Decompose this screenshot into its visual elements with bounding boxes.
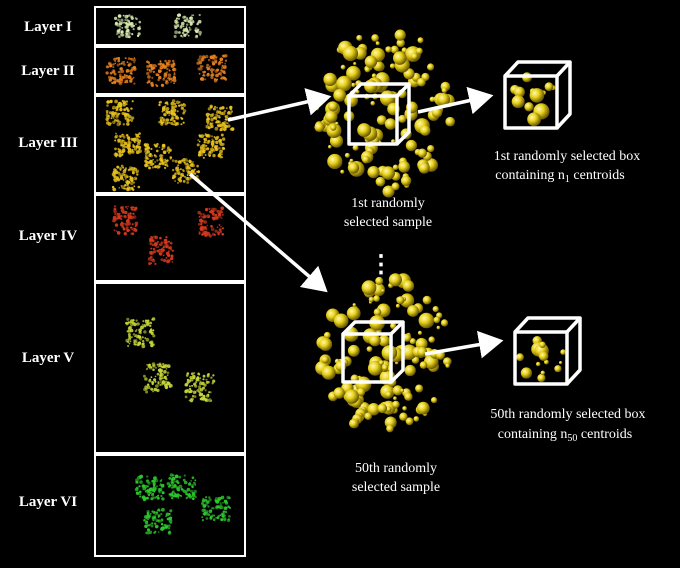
dot-cluster [143, 507, 173, 535]
sample-50-cube-icon [341, 320, 405, 384]
dot-cluster [201, 495, 231, 523]
box-1-caption-line1: 1st randomly selected box [494, 149, 641, 164]
sample-50-caption-line1: 50th randomly [355, 461, 437, 476]
box-50-caption-pre: containing n [498, 427, 568, 442]
box-1-cube-icon [503, 60, 572, 130]
layer-frame-IV [94, 194, 246, 282]
layer-frame-I [94, 6, 246, 46]
arrow-sample-1-to-box-1 [417, 86, 494, 115]
box-50-caption-line2: containing n50 centroids [498, 427, 632, 444]
layer-frame-VI [94, 454, 246, 557]
dot-cluster [197, 206, 224, 238]
sample-50-caption-line2: selected sample [352, 480, 440, 495]
layer-frame-III [94, 95, 246, 194]
sample-1-caption-line1: 1st randomly [351, 196, 425, 211]
layer-label-I: Layer I [24, 19, 72, 35]
sample-1-caption-line2: selected sample [344, 215, 432, 230]
dot-cluster [166, 473, 197, 500]
dot-cluster [143, 362, 173, 394]
dot-cluster [105, 56, 137, 86]
dot-cluster [105, 99, 135, 127]
layer-label-V: Layer V [22, 350, 75, 366]
layer-label-II: Layer II [21, 63, 75, 79]
layer-label-IV: Layer IV [19, 228, 78, 244]
arrow-sample-50-to-box-50 [424, 330, 504, 359]
dot-cluster [113, 132, 143, 158]
sample-1-sphere-cloud [314, 29, 456, 198]
box-50-caption-sub: 50 [567, 433, 577, 444]
box-1-caption-pre: containing n [495, 168, 565, 183]
dot-cluster [196, 133, 226, 159]
cell-clusters [105, 13, 235, 535]
dot-cluster [184, 372, 216, 403]
dot-cluster [173, 13, 202, 39]
box-1-caption-sub: 1 [565, 174, 570, 185]
box-50-cube-icon [513, 316, 582, 386]
dot-cluster [143, 142, 173, 170]
box-1-caption-line2: containing n1 centroids [495, 168, 624, 185]
layer-column [94, 6, 246, 557]
box-50-spheres [516, 336, 566, 383]
dot-cluster [158, 99, 187, 126]
arrow-layer-to-sample-1 [227, 88, 332, 122]
box-50-caption-line1: 50th randomly selected box [490, 407, 645, 422]
dot-cluster [111, 164, 141, 192]
ellipsis: ⋮ [369, 252, 393, 278]
arrow-layer-to-sample-50 [188, 172, 328, 293]
dot-cluster [112, 205, 139, 236]
box-50-caption-post: centroids [577, 427, 632, 442]
dot-cluster [114, 14, 142, 39]
dot-cluster [147, 235, 174, 266]
box-1-spheres [510, 72, 556, 127]
layer-frame-V [94, 282, 246, 454]
layer-label-VI: Layer VI [19, 494, 77, 510]
sample-1-cube-icon [347, 82, 411, 146]
arrows [188, 86, 504, 359]
dot-cluster [146, 59, 177, 88]
layer-label-III: Layer III [18, 135, 77, 151]
layer-frame-II [94, 46, 246, 95]
box-1-caption-post: centroids [570, 168, 625, 183]
dot-cluster [171, 158, 201, 184]
dot-cluster [196, 54, 228, 83]
dot-cluster [134, 474, 165, 502]
dot-cluster [125, 317, 156, 349]
